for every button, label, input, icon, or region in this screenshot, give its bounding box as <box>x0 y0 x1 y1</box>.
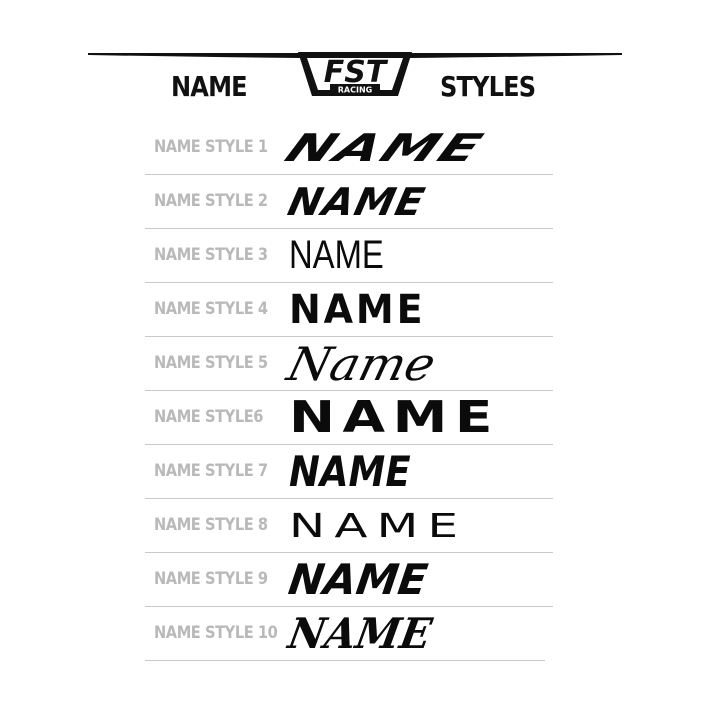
style-sample: NAME <box>284 609 436 658</box>
row-divider <box>145 174 553 175</box>
logo-sub-text: RACING <box>338 86 372 95</box>
row-divider <box>145 228 553 229</box>
style-sample: NAME <box>284 179 430 224</box>
style-label: NAME STYLE 5 <box>154 353 268 373</box>
header-banner: FST RACING <box>88 52 622 96</box>
style-label: NAME STYLE 9 <box>154 569 268 589</box>
style-row-10: NAME STYLE 10 NAME <box>145 607 545 661</box>
style-row-3: NAME STYLE 3 NAME <box>145 229 553 283</box>
style-label: NAME STYLE 10 <box>154 623 278 643</box>
style-label: NAME STYLE6 <box>154 407 264 427</box>
style-sample: NAME <box>285 555 431 604</box>
style-label: NAME STYLE 2 <box>154 191 268 211</box>
style-sample: NAME <box>289 392 500 443</box>
style-sample: NAME <box>289 286 426 333</box>
style-sample: NAME <box>289 233 384 277</box>
style-row-6: NAME STYLE6 NAME <box>145 391 553 445</box>
style-row-2: NAME STYLE 2 NAME <box>145 175 553 229</box>
row-divider <box>145 498 553 499</box>
row-divider <box>145 390 553 391</box>
header-name-word: NAME <box>171 70 248 103</box>
style-label: NAME STYLE 4 <box>154 299 268 319</box>
style-row-5: NAME STYLE 5 Name <box>145 337 553 391</box>
header-swoosh-right <box>410 53 622 58</box>
row-divider <box>145 336 553 337</box>
style-sample: Name <box>282 336 442 391</box>
style-sample: NAME <box>289 506 468 545</box>
style-sample: NAME <box>289 447 411 496</box>
row-divider <box>145 660 545 661</box>
style-row-8: NAME STYLE 8 NAME <box>145 499 553 553</box>
style-row-4: NAME STYLE 4 NAME <box>145 283 553 337</box>
row-divider <box>145 552 553 553</box>
row-divider <box>145 282 553 283</box>
style-row-7: NAME STYLE 7 NAME <box>145 445 553 499</box>
style-row-9: NAME STYLE 9 NAME <box>145 553 553 607</box>
style-label: NAME STYLE 7 <box>154 461 268 481</box>
style-label: NAME STYLE 8 <box>154 515 268 535</box>
style-label: NAME STYLE 3 <box>154 245 268 265</box>
header-swoosh <box>88 53 300 58</box>
fst-racing-logo: FST RACING <box>298 52 412 96</box>
style-sample: NAME <box>278 125 493 170</box>
style-row-1: NAME STYLE 1 NAME <box>145 121 553 175</box>
header-styles-word: STYLES <box>440 70 536 103</box>
row-divider <box>145 606 553 607</box>
row-divider <box>145 444 553 445</box>
style-label: NAME STYLE 1 <box>154 137 268 157</box>
